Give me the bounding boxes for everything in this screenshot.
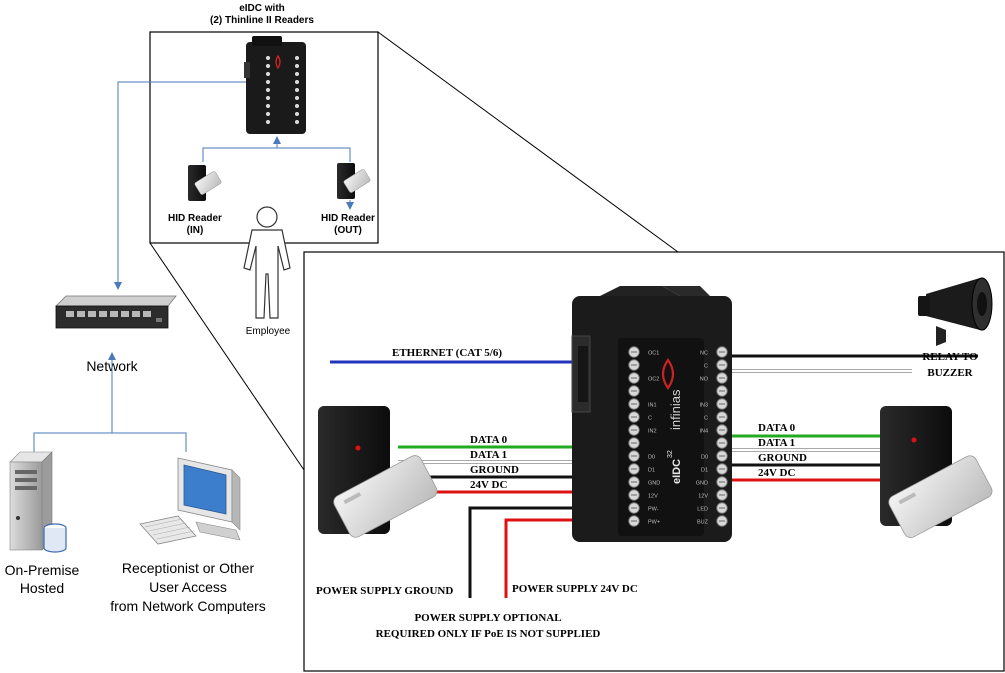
- buzzer-horn-icon: [918, 277, 993, 346]
- power-24v-label: POWER SUPPLY 24V DC: [512, 583, 638, 595]
- terminal-label: GND: [648, 481, 660, 487]
- reader-out-label-2: (OUT): [334, 225, 362, 236]
- optional-note-line-1: POWER SUPPLY OPTIONAL: [414, 612, 561, 624]
- title-line-2: (2) Thinline II Readers: [210, 15, 314, 26]
- device-brand-label: infinias: [668, 389, 683, 430]
- right-hid-reader-icon: [880, 406, 993, 538]
- terminal-label: IN3: [699, 403, 708, 409]
- reader-out-label-1: HID Reader: [321, 213, 375, 224]
- terminal-label: GND: [696, 481, 708, 487]
- server-label-2: Hosted: [20, 580, 64, 596]
- server-label-1: On-Premise: [5, 562, 80, 578]
- clients-bus: [33, 432, 187, 452]
- terminal-label: NO: [700, 377, 709, 383]
- eidc-controller-device: infinias eIDC 32 OC1OC2IN1CIN2D0D1GND12V…: [571, 286, 732, 542]
- inset-reader-in-icon: [188, 165, 222, 201]
- terminal-label: IN4: [699, 429, 708, 435]
- device-model-sup: 32: [667, 450, 674, 458]
- employee-label: Employee: [246, 326, 291, 337]
- terminal-label: OC1: [648, 351, 659, 357]
- terminal-label: NC: [700, 351, 708, 357]
- employee-person-icon: [243, 206, 291, 319]
- title-line-1: eIDC with: [239, 3, 285, 14]
- device-model-label: eIDC: [671, 459, 683, 484]
- left-label-data1: DATA 1: [470, 449, 507, 461]
- zoom-line-bottom: [149, 242, 305, 471]
- terminal-label: C: [648, 416, 652, 422]
- terminal-label: D0: [701, 455, 708, 461]
- terminal-label: IN1: [648, 403, 657, 409]
- ethernet-label: ETHERNET (CAT 5/6): [392, 347, 502, 359]
- right-label-data0: DATA 0: [758, 422, 796, 434]
- inset-eidc-device-icon: [244, 36, 306, 134]
- terminal-label: 12V: [648, 494, 658, 500]
- terminal-label: IN2: [648, 429, 657, 435]
- right-label-data1: DATA 1: [758, 437, 795, 449]
- device-to-network-line: [114, 81, 246, 290]
- relay-label-2: BUZZER: [927, 367, 973, 379]
- optional-note-line-2: REQUIRED ONLY IF PoE IS NOT SUPPLIED: [376, 628, 601, 640]
- terminal-label: PW-: [648, 507, 659, 513]
- terminal-label: BUZ: [697, 520, 709, 526]
- terminal-label: 12V: [698, 494, 708, 500]
- left-label-ground: GROUND: [470, 464, 519, 476]
- workstation-label-3: from Network Computers: [110, 598, 266, 614]
- power-ground-label: POWER SUPPLY GROUND: [316, 585, 453, 597]
- terminal-label: C: [704, 364, 708, 370]
- terminal-label: PW+: [648, 520, 660, 526]
- right-label-24v: 24V DC: [758, 467, 795, 479]
- terminal-label: D0: [648, 455, 655, 461]
- relay-label-1: RELAY TO: [922, 351, 978, 363]
- workstation-computer-icon: [139, 457, 241, 545]
- terminal-label: LED: [697, 507, 708, 513]
- right-label-ground: GROUND: [758, 452, 807, 464]
- terminal-label: D1: [648, 468, 655, 474]
- infinias-logo-icon: [661, 358, 675, 390]
- workstation-label-1: Receptionist or Other: [122, 560, 255, 576]
- zoom-line-top: [377, 31, 679, 253]
- left-hid-reader-icon: [318, 406, 438, 538]
- left-label-data0: DATA 0: [470, 434, 508, 446]
- network-switch-icon: [55, 295, 177, 329]
- terminal-label: C: [704, 416, 708, 422]
- inset-reader-out-icon: [337, 163, 371, 199]
- left-label-24v: 24V DC: [470, 479, 507, 491]
- terminal-label: OC2: [648, 377, 659, 383]
- server-tower-icon: [9, 451, 67, 553]
- reader-in-label-2: (IN): [187, 225, 204, 236]
- workstation-label-2: User Access: [149, 579, 227, 595]
- reader-in-label-1: HID Reader: [168, 213, 222, 224]
- terminal-label: D1: [701, 468, 708, 474]
